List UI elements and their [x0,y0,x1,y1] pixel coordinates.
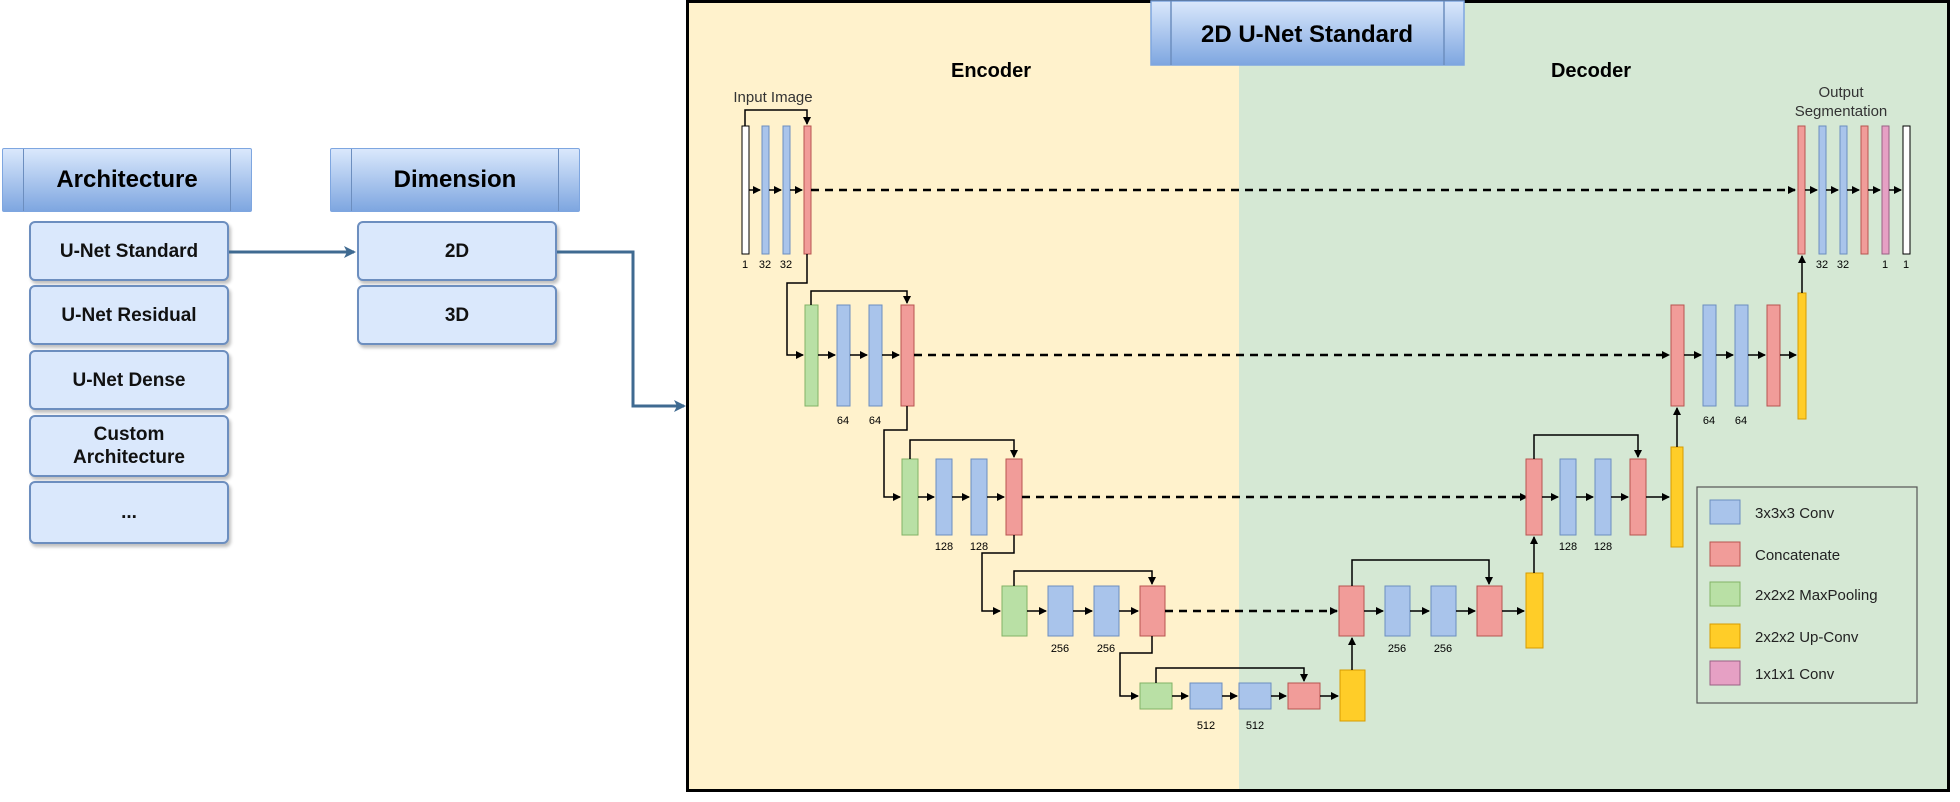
enc4-pool [1001,585,1028,637]
legend: 3x3x3 Conv Concatenate 2x2x2 MaxPooling … [1696,486,1918,704]
dec2-concat [1670,304,1685,407]
diagram-title: 2D U-Net Standard [1201,21,1413,48]
enc4-conv-b [1093,585,1120,637]
bottleneck-pool [1139,682,1173,710]
architecture-item-unet-standard[interactable]: U-Net Standard [29,221,229,281]
dec4-label-256a: 256 [1388,643,1406,655]
dec4-concat [1338,585,1365,637]
dec1-label-1b: 1 [1903,259,1909,271]
dec3-label-128a: 128 [1559,541,1577,553]
dec2-conv-b [1734,304,1749,407]
dimension-item-2d[interactable]: 2D [357,221,557,281]
enc3-conv-a [935,458,953,536]
output-label-1: Output [1818,84,1864,101]
bottleneck-label-512b: 512 [1246,720,1264,732]
bottleneck-conv-b [1238,682,1272,710]
dec1-conv1x1 [1881,125,1890,255]
dec1-conv-b [1839,125,1848,255]
bottleneck-concat [1287,682,1321,710]
dec3-upconv [1670,446,1684,548]
dec1-concat-b [1860,125,1869,255]
encoder-region [686,0,1239,792]
architecture-item-more[interactable]: ... [29,481,229,544]
dec3-concat-b [1629,458,1647,536]
input-image-label: Input Image [733,89,812,106]
architecture-item-unet-dense[interactable]: U-Net Dense [29,350,229,410]
dec3-conv-a [1559,458,1577,536]
arrow-dimension-to-diagram [557,250,686,412]
dec2-conv-a [1702,304,1717,407]
dec4-upconv [1525,572,1544,649]
legend-label-pool: 2x2x2 MaxPooling [1755,587,1878,604]
enc2-conv-a [836,304,851,407]
enc2-label-64a: 64 [837,415,849,427]
dec1-label-32a: 32 [1816,259,1828,271]
dec1-label-1a: 1 [1882,259,1888,271]
dec4-concat-b [1476,585,1503,637]
output-segmentation-block [1902,125,1911,255]
encoder-label: Encoder [951,60,1031,82]
enc1-label-32b: 32 [780,259,792,271]
output-label-2: Segmentation [1795,103,1888,120]
dec2-label-64a: 64 [1703,415,1715,427]
enc1-label-32a: 32 [759,259,771,271]
enc1-conv-a [761,125,770,255]
enc1-concat [803,125,812,255]
legend-swatch-upconv [1709,623,1741,649]
enc3-conv-b [970,458,988,536]
enc3-label-128b: 128 [970,541,988,553]
enc2-conv-b [868,304,883,407]
bottleneck-upconv [1339,669,1366,722]
legend-label-conv1x1: 1x1x1 Conv [1755,666,1835,683]
enc4-conv-a [1047,585,1074,637]
enc1-conv-b [782,125,791,255]
bottleneck-label-512a: 512 [1197,720,1215,732]
enc1-label-1: 1 [742,259,748,271]
dec2-label-64b: 64 [1735,415,1747,427]
dec2-concat-b [1766,304,1781,407]
enc3-pool [901,458,919,536]
dec4-label-256b: 256 [1434,643,1452,655]
legend-label-concat: Concatenate [1755,547,1840,564]
enc3-label-128a: 128 [935,541,953,553]
enc3-concat [1005,458,1023,536]
bottleneck-conv-a [1189,682,1223,710]
unet-diagram: 2D U-Net Standard Encoder Decoder Input … [686,0,1950,792]
enc2-pool [804,304,819,407]
legend-swatch-conv1x1 [1709,660,1741,686]
enc4-label-256b: 256 [1097,643,1115,655]
legend-swatch-pool [1709,581,1741,607]
dimension-item-3d[interactable]: 3D [357,285,557,345]
dimension-header: Dimension [330,148,580,212]
legend-swatch-concat [1709,541,1741,567]
dec1-concat [1797,125,1806,255]
decoder-label: Decoder [1551,60,1631,82]
dec1-label-32b: 32 [1837,259,1849,271]
architecture-item-unet-residual[interactable]: U-Net Residual [29,285,229,345]
enc2-concat [900,304,915,407]
architecture-header: Architecture [2,148,252,212]
dec3-label-128b: 128 [1594,541,1612,553]
dec4-conv-b [1430,585,1457,637]
enc4-concat [1139,585,1166,637]
enc2-label-64b: 64 [869,415,881,427]
dec2-upconv [1797,292,1807,420]
dec1-conv-a [1818,125,1827,255]
dec4-conv-a [1384,585,1411,637]
diagram-title-box: 2D U-Net Standard [1150,0,1465,66]
legend-swatch-conv [1709,499,1741,525]
legend-label-upconv: 2x2x2 Up-Conv [1755,629,1859,646]
input-image-block [741,125,750,255]
enc4-label-256a: 256 [1051,643,1069,655]
legend-label-conv: 3x3x3 Conv [1755,505,1835,522]
architecture-item-custom[interactable]: Custom Architecture [29,415,229,477]
dec3-conv-b [1594,458,1612,536]
dec3-concat [1525,458,1543,536]
